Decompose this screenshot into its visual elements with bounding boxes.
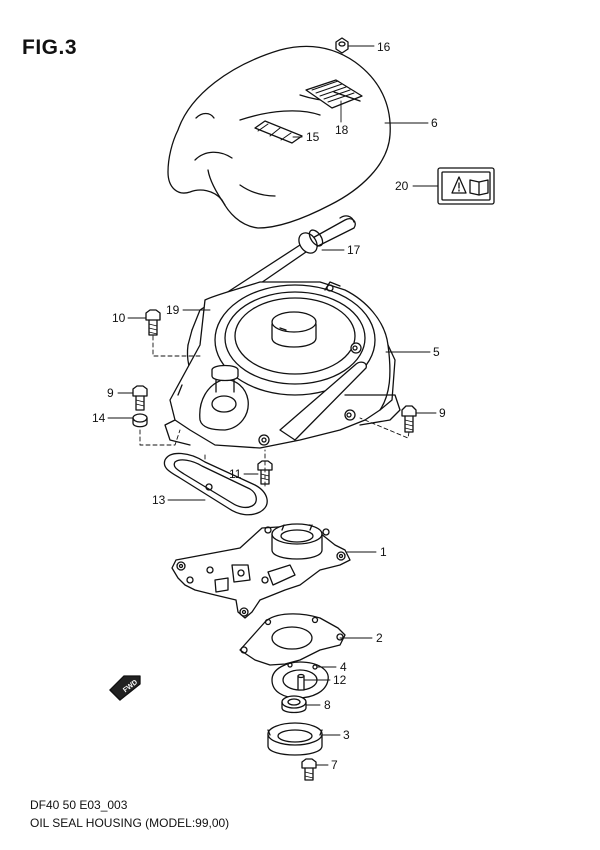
callout-5: 5 — [433, 345, 440, 359]
part-14-washer — [132, 413, 148, 428]
part-7-bolt — [301, 758, 317, 781]
callout-14: 14 — [92, 411, 106, 425]
callout-leader-lines — [107, 45, 439, 766]
part-9-bolt-right — [401, 405, 417, 433]
part-16-nut — [335, 37, 349, 54]
part-8-oil-seal — [281, 695, 307, 714]
part-5-housing-body — [164, 281, 401, 449]
callout-13: 13 — [152, 493, 166, 507]
callout-1: 1 — [380, 545, 387, 559]
callout-12: 12 — [333, 673, 347, 687]
callout-7: 7 — [331, 758, 338, 772]
callout-17: 17 — [347, 243, 361, 257]
part-9-bolt-left — [132, 385, 148, 411]
part-20-warning-label — [437, 167, 495, 205]
part-2-gasket — [239, 613, 346, 666]
diagram-caption: OIL SEAL HOUSING (MODEL:99,00) — [30, 816, 230, 830]
part-17-hose-clamp — [298, 229, 324, 254]
part-6-top-cover — [167, 45, 391, 229]
part-12-pin — [297, 673, 305, 691]
callout-6: 6 — [431, 116, 438, 130]
callout-9-left: 9 — [107, 386, 114, 400]
callout-19: 19 — [166, 303, 180, 317]
callout-18: 18 — [335, 123, 349, 137]
part-1-oil-seal-housing — [171, 523, 351, 619]
callout-10: 10 — [112, 311, 126, 325]
callout-8: 8 — [324, 698, 331, 712]
callout-9-right: 9 — [439, 406, 446, 420]
callout-11: 11 — [229, 467, 242, 481]
callout-4: 4 — [340, 660, 347, 674]
part-3-housing-cap — [267, 722, 323, 756]
callout-2: 2 — [376, 631, 383, 645]
callout-16: 16 — [377, 40, 391, 54]
fwd-arrow-icon — [109, 675, 141, 701]
part-10-bolt — [145, 309, 161, 336]
callout-3: 3 — [343, 728, 350, 742]
callout-20: 20 — [395, 179, 409, 193]
figure-title: FIG.3 — [22, 36, 78, 59]
diagram-code: DF40 50 E03_003 — [30, 798, 128, 812]
callout-15: 15 — [306, 130, 320, 144]
part-13-gasket — [163, 452, 268, 516]
